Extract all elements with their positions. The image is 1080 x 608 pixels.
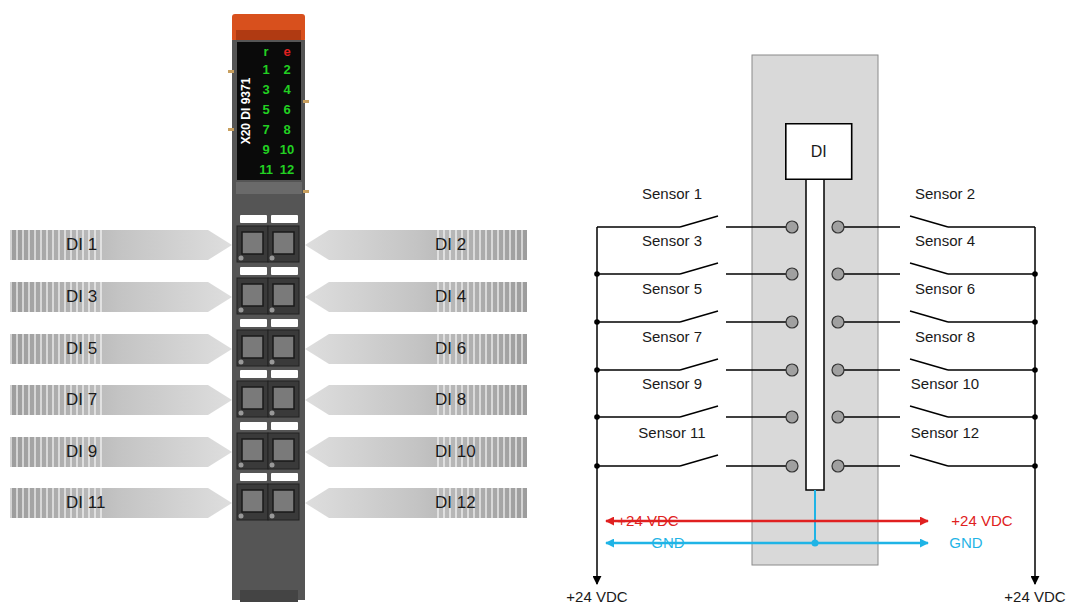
led-label: 7: [262, 123, 269, 137]
module-housing: [228, 14, 309, 602]
input-arrow: DI 6: [305, 334, 527, 364]
node-label: DI 10: [435, 442, 476, 462]
input-arrow: DI 9: [10, 437, 232, 467]
sensor-label: Sensor 11: [638, 425, 705, 442]
shape-outline: [305, 437, 527, 467]
led-label: e: [283, 45, 290, 59]
input-arrow: DI 3: [10, 282, 232, 312]
input-arrow: DI 4: [305, 282, 527, 312]
module-type: X20 DI 9371: [240, 78, 253, 145]
sensor-label: Sensor 6: [915, 281, 975, 298]
led-label: 4: [283, 83, 290, 97]
sensor-label: Sensor 12: [911, 425, 979, 442]
supply-label: +24 VDC: [1004, 589, 1065, 606]
led-label: 6: [283, 103, 290, 117]
input-arrow: DI 5: [10, 334, 232, 364]
led-label: r: [263, 45, 268, 59]
node-label: DI 3: [66, 287, 97, 307]
node-label: DI 5: [66, 339, 97, 359]
shape-outline: [305, 282, 527, 312]
node-label: DI 6: [435, 339, 466, 359]
shape-outline: [10, 488, 232, 518]
module-block: DI: [785, 123, 853, 180]
sensor-label: Sensor 1: [642, 186, 702, 203]
shape-outline: [10, 230, 232, 260]
input-arrow: DI 2: [305, 230, 527, 260]
shape-outline: [10, 385, 232, 415]
input-arrow: DI 8: [305, 385, 527, 415]
node-label: DI 7: [66, 390, 97, 410]
supply-label: +24 VDC: [566, 589, 627, 606]
node-label: DI 11: [66, 493, 105, 513]
ground-label: GND: [651, 535, 684, 552]
supply-label: +24 VDC: [617, 513, 678, 530]
led-label: 11: [259, 163, 273, 177]
led-label: 12: [280, 163, 294, 177]
led-label: 1: [262, 63, 269, 77]
supply-label: +24 VDC: [951, 513, 1012, 530]
led-label: 9: [262, 143, 269, 157]
node-label: DI 1: [66, 235, 97, 255]
input-arrow: DI 1: [10, 230, 232, 260]
node-label: DI 12: [435, 493, 476, 513]
sensor-label: Sensor 9: [642, 376, 702, 393]
sensor-label: Sensor 2: [915, 186, 975, 203]
sensor-label: Sensor 3: [642, 233, 702, 250]
sensor-label: Sensor 7: [642, 329, 702, 346]
shape-outline: [10, 437, 232, 467]
input-arrow: DI 10: [305, 437, 527, 467]
node-label: DI 2: [435, 235, 466, 255]
node-label: DI 4: [435, 287, 466, 307]
shape-outline: [305, 230, 527, 260]
shape-outline: [305, 385, 527, 415]
shape-outline: [305, 488, 527, 518]
shape-outline: [305, 334, 527, 364]
shape-outline: [10, 334, 232, 364]
node-label: DI 8: [435, 390, 466, 410]
node-label: DI: [811, 143, 827, 161]
sensor-label: Sensor 5: [642, 281, 702, 298]
input-arrow: DI 11: [10, 488, 232, 518]
sensor-label: Sensor 8: [915, 329, 975, 346]
led-label: 3: [262, 83, 269, 97]
sensor-label: Sensor 4: [915, 233, 975, 250]
input-arrow: DI 12: [305, 488, 527, 518]
ground-label: GND: [949, 535, 982, 552]
node-label: DI 9: [66, 442, 97, 462]
led-label: 8: [283, 123, 290, 137]
led-label: 10: [280, 143, 294, 157]
led-label: 2: [283, 63, 290, 77]
shape-outline: [10, 282, 232, 312]
led-label: 5: [262, 103, 269, 117]
sensor-label: Sensor 10: [911, 376, 979, 393]
module-schematic: [594, 55, 1038, 584]
input-arrow: DI 7: [10, 385, 232, 415]
